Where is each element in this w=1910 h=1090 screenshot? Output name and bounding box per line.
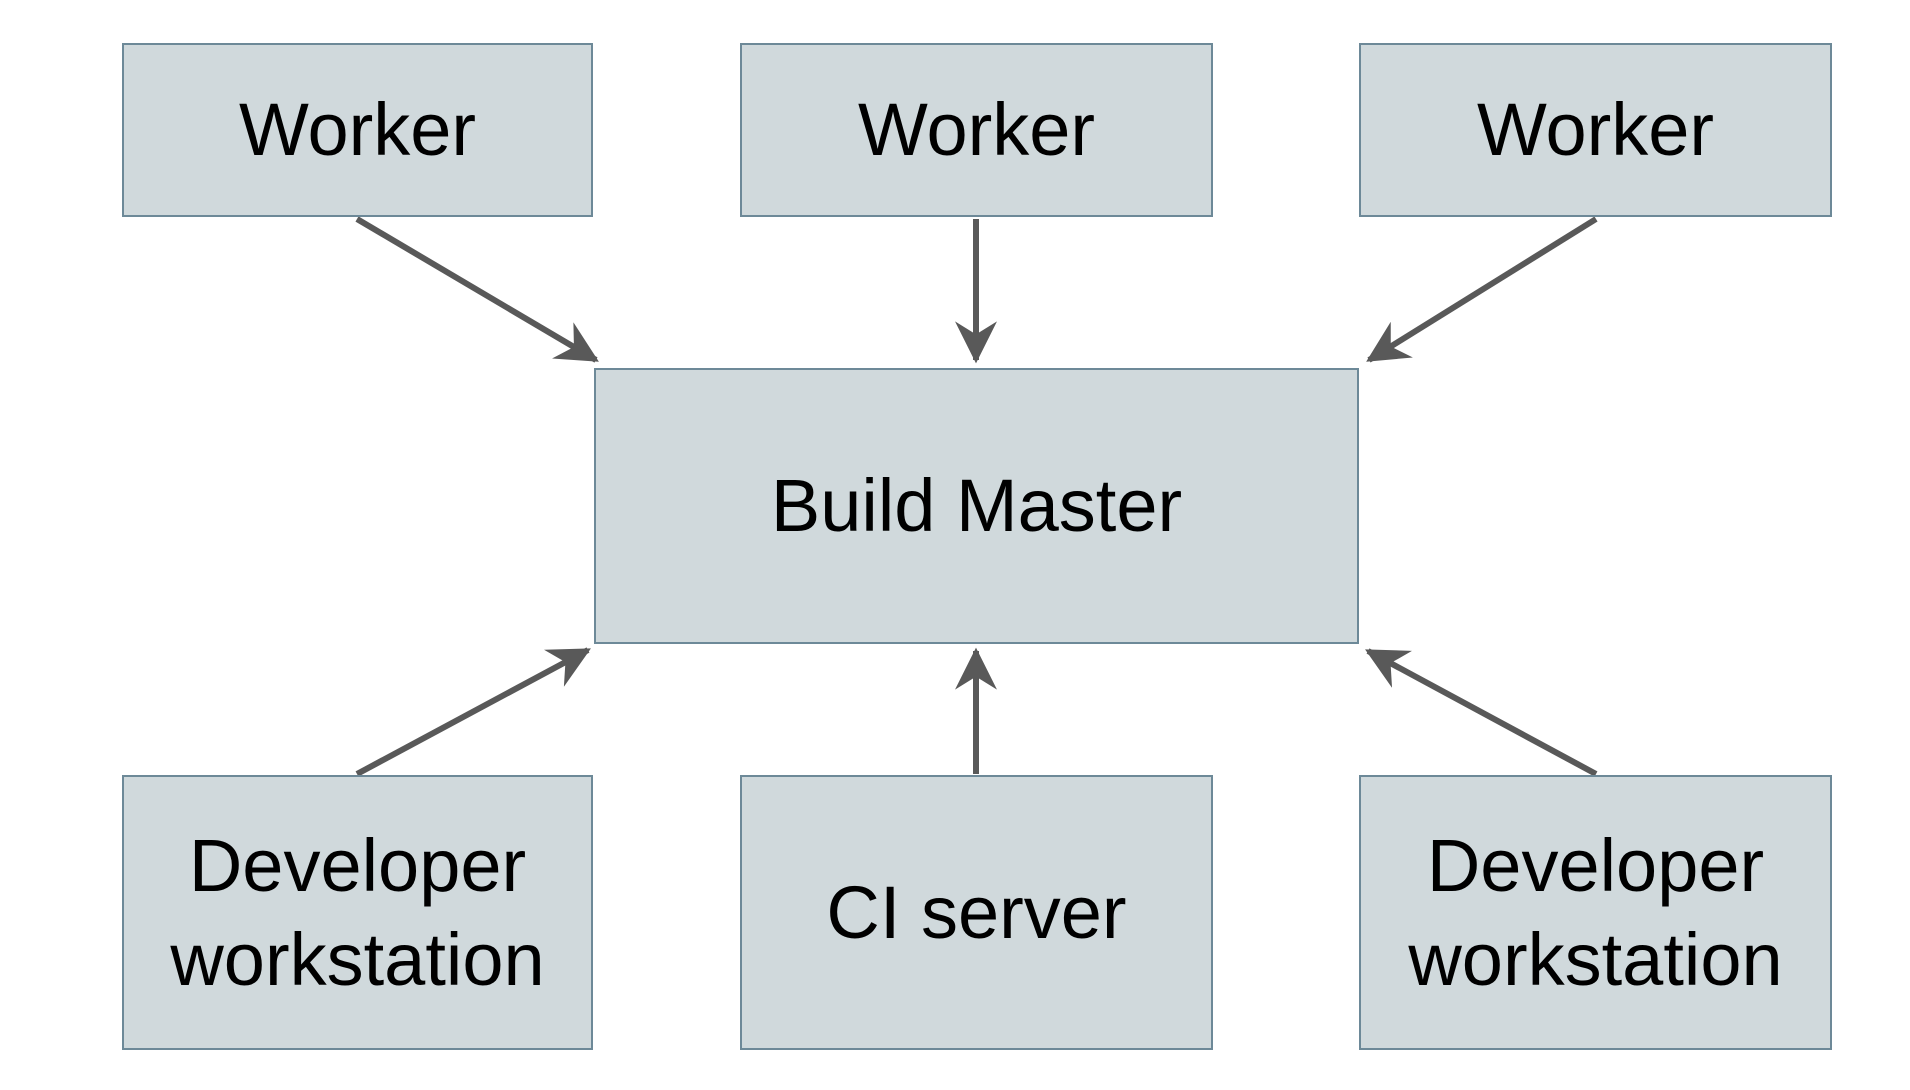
arrow-devleft-to-buildmaster [355,647,591,777]
node-worker-1: Worker [122,43,593,217]
node-worker-3-label: Worker [1476,88,1715,172]
node-build-master: Build Master [594,368,1359,644]
arrow-worker1-to-buildmaster [355,216,599,363]
node-worker-1-label: Worker [238,88,477,172]
node-build-master-label: Build Master [770,464,1183,548]
arrow-devright-to-buildmaster [1365,648,1598,777]
arrow-worker3-to-buildmaster [1366,216,1598,363]
node-developer-workstation-left: Developer workstation [122,775,593,1050]
node-worker-2-label: Worker [857,88,1096,172]
node-ci-server: CI server [740,775,1213,1050]
node-worker-2: Worker [740,43,1213,217]
node-developer-workstation-right: Developer workstation [1359,775,1832,1050]
node-worker-3: Worker [1359,43,1832,217]
node-developer-workstation-left-label: Developer workstation [170,824,545,1001]
node-ci-server-label: CI server [826,870,1127,954]
node-developer-workstation-right-label: Developer workstation [1408,824,1783,1001]
